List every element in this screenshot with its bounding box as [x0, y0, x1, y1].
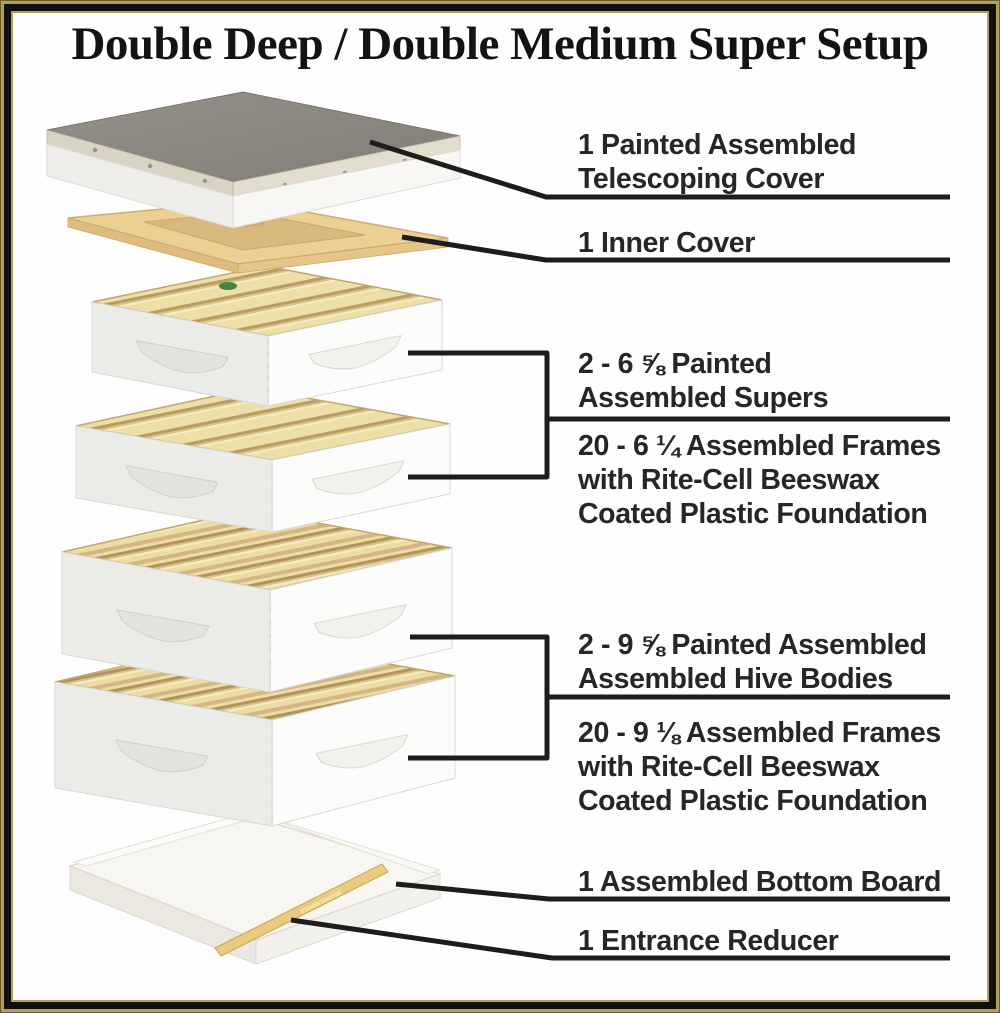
medium-super-2-graphic	[75, 387, 451, 533]
label-entrance-reducer: 1 Entrance Reducer	[578, 924, 839, 958]
leader-telescoping-cover	[369, 139, 950, 200]
telescoping-cover-graphic	[46, 91, 461, 229]
label-line: 1 Inner Cover	[578, 227, 755, 259]
label-bottom-board: 1 Assembled Bottom Board	[578, 865, 941, 899]
label-line: with Rite-Cell Beeswax	[578, 464, 880, 496]
label-line: 20 - 6 ¼ Assembled Frames	[578, 430, 941, 462]
label-line: 2 - 6 ⅝ Painted	[578, 348, 772, 380]
label-line: Assembled Hive Bodies	[578, 663, 893, 695]
label-line: 2 - 9 ⅝ Painted Assembled	[578, 629, 927, 661]
entrance-reducer-graphic	[214, 863, 389, 957]
bracket-supers	[408, 350, 550, 480]
label-line: 1 Painted Assembled	[578, 129, 857, 161]
deep-hive-body-1-graphic	[61, 509, 453, 693]
label-line: Assembled Supers	[578, 382, 829, 414]
leader-lines	[290, 139, 950, 961]
medium-super-1-graphic	[91, 265, 443, 407]
label-super-frames: 20 - 6 ¼ Assembled Frames with Rite-Cell…	[578, 429, 941, 531]
label-line: Telescoping Cover	[578, 163, 825, 195]
label-line: 1 Entrance Reducer	[578, 925, 839, 957]
label-line: Coated Plastic Foundation	[578, 498, 928, 530]
label-supers: 2 - 6 ⅝ Painted Assembled Supers	[578, 347, 829, 415]
label-line: with Rite-Cell Beeswax	[578, 751, 880, 783]
label-telescoping-cover: 1 Painted Assembled Telescoping Cover	[578, 128, 856, 196]
leader-entrance-reducer	[290, 917, 950, 961]
label-hive-bodies: 2 - 9 ⅝ Painted Assembled Assembled Hive…	[578, 628, 927, 696]
frame-marker-dot	[219, 282, 237, 290]
label-hive-body-frames: 20 - 9 ⅛ Assembled Frames with Rite-Cell…	[578, 716, 941, 818]
bottom-board-graphic	[67, 811, 443, 965]
label-inner-cover: 1 Inner Cover	[578, 226, 755, 260]
label-line: Coated Plastic Foundation	[578, 785, 928, 817]
label-line: 1 Assembled Bottom Board	[578, 866, 942, 898]
leader-bottom-board	[395, 881, 950, 902]
page-title: Double Deep / Double Medium Super Setup	[71, 18, 929, 70]
leader-inner-cover	[401, 234, 950, 263]
label-line: 20 - 9 ⅛ Assembled Frames	[578, 717, 941, 749]
